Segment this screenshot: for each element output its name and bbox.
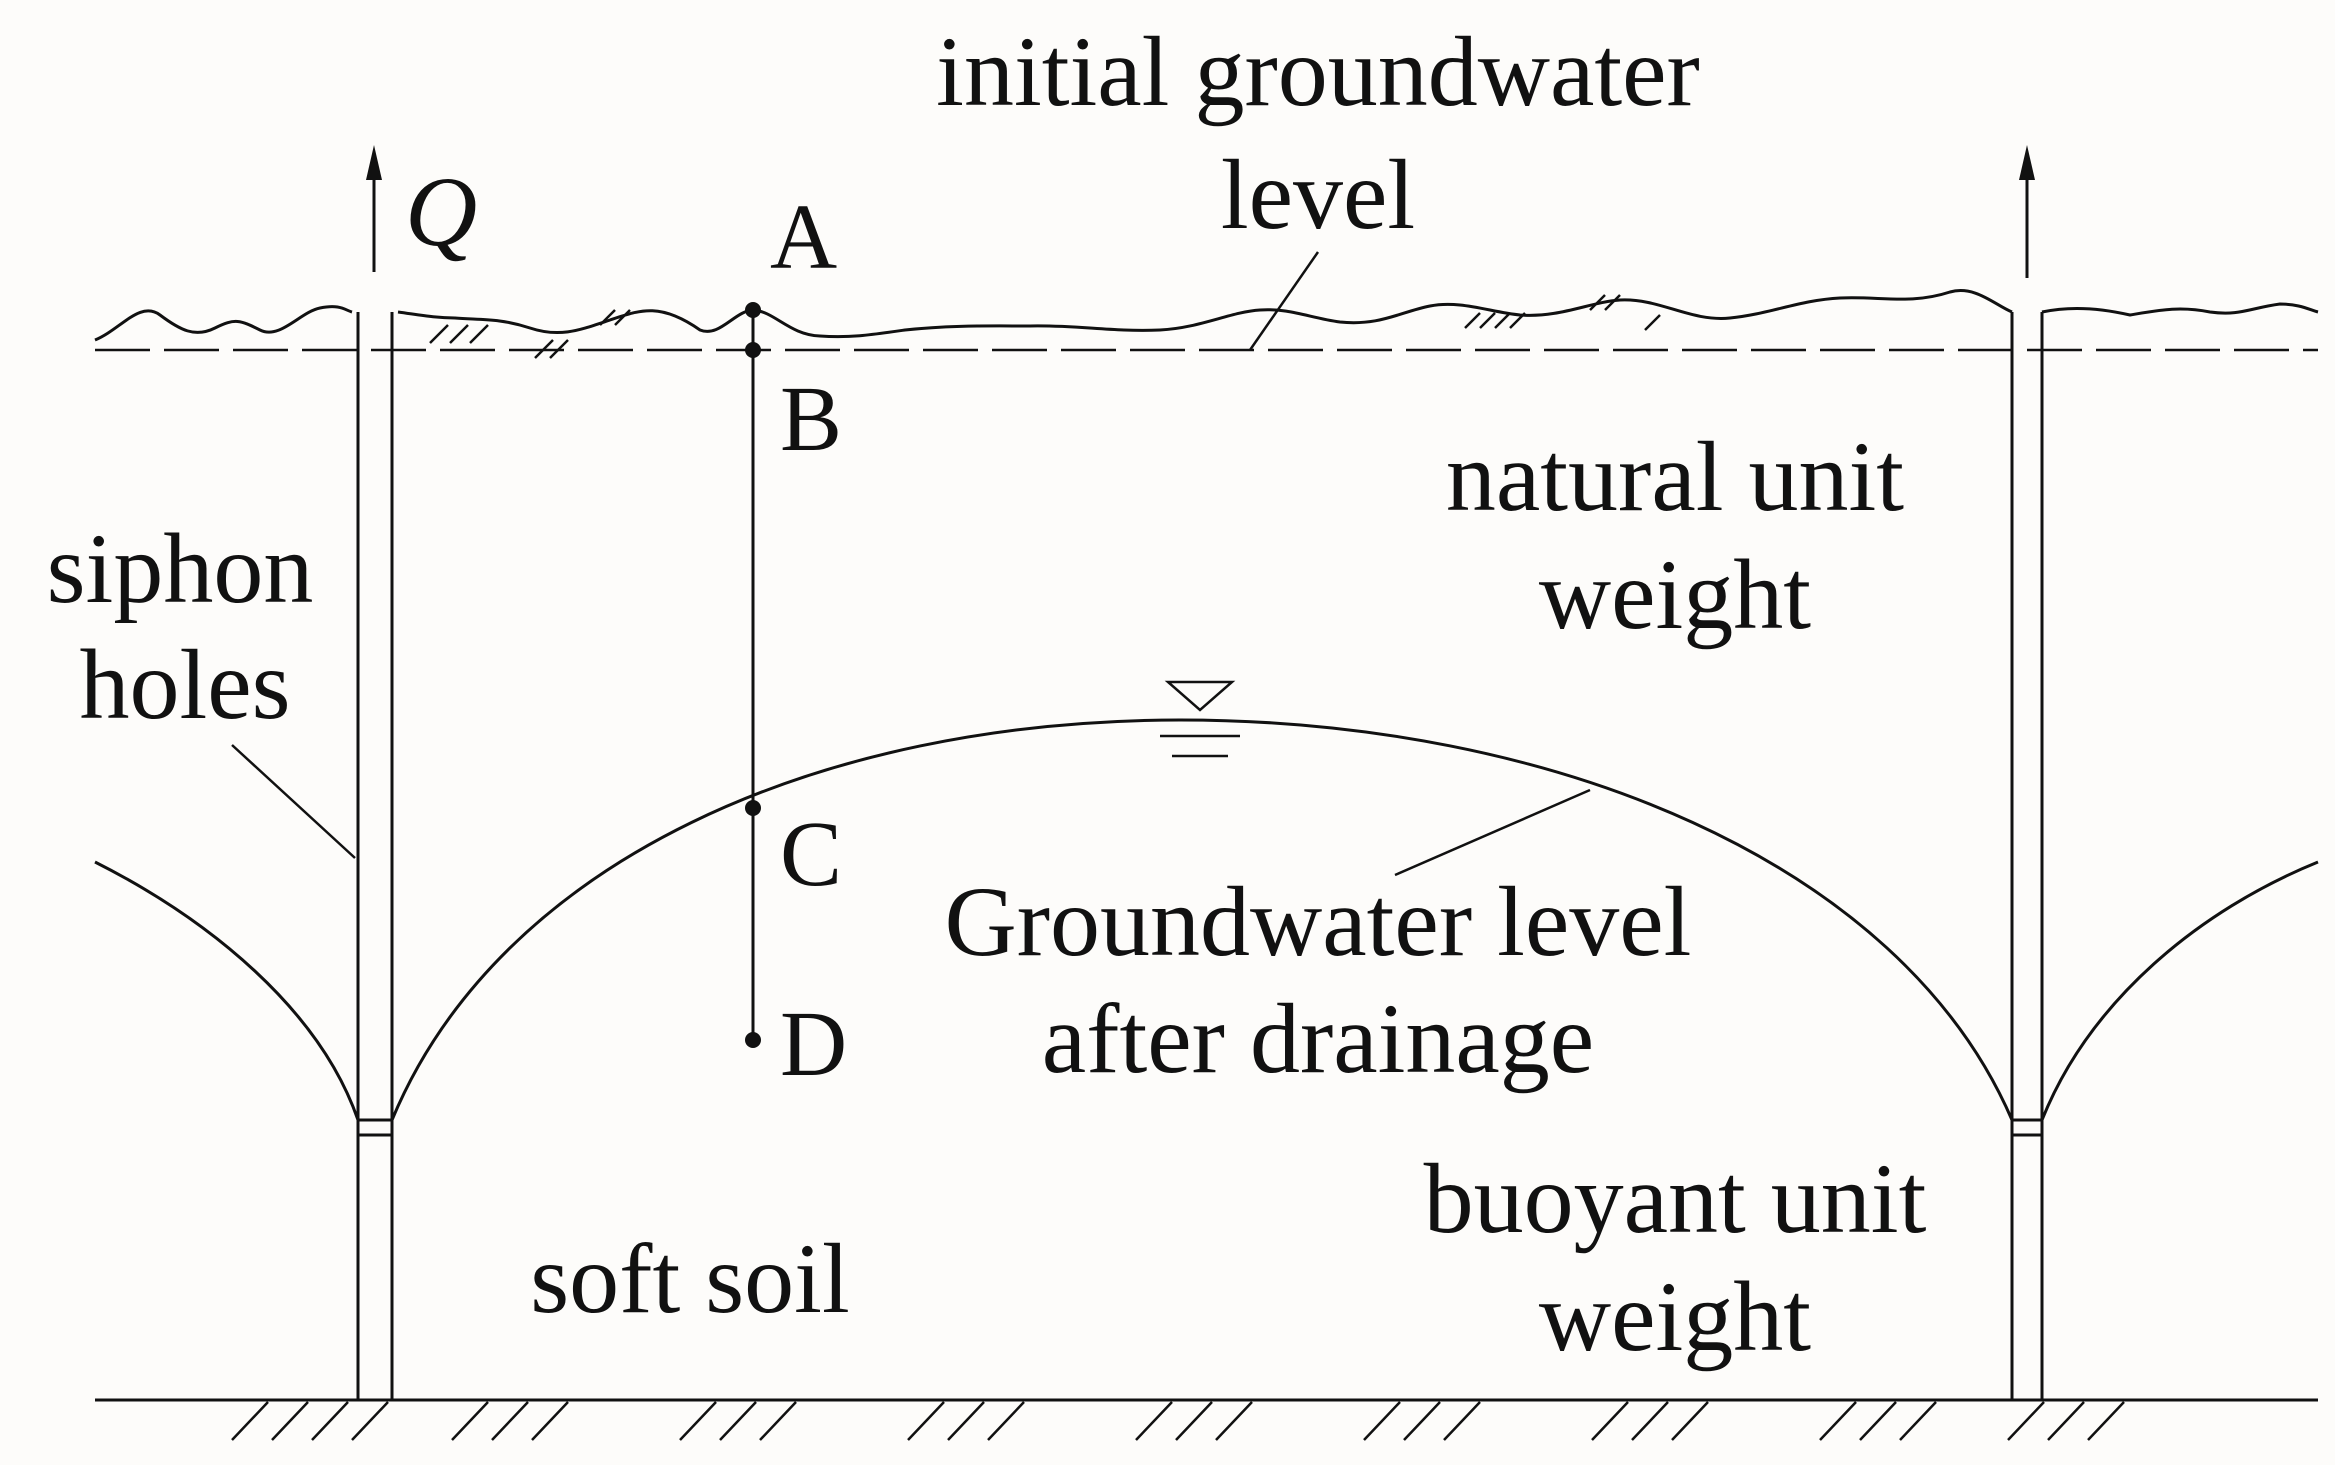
ground-surface-left — [94, 305, 353, 342]
point-a-marker — [745, 302, 761, 318]
point-d-label: D — [780, 993, 847, 1096]
point-c-label: C — [780, 803, 842, 906]
arrow-up-icon-right — [2019, 145, 2035, 278]
arrow-up-icon-left — [366, 145, 382, 272]
point-a-label: A — [770, 186, 837, 289]
point-d-marker — [745, 1032, 761, 1048]
natural-unit-weight-line2: weight — [1539, 539, 1811, 650]
siphon-holes-label-line2: holes — [79, 629, 290, 740]
siphon-hole-right — [2010, 312, 2044, 1400]
siphon-hole-left — [356, 312, 394, 1400]
initial-gw-label-line1: initial groundwater — [936, 16, 1700, 127]
point-c-marker — [745, 800, 761, 816]
lowered-gw-curve-left — [94, 860, 360, 1121]
lowered-gw-curve-middle — [390, 718, 2014, 1121]
initial-gw-label-line2: level — [1221, 139, 1415, 250]
flow-q-label: Q — [405, 156, 477, 267]
water-table-symbol-icon — [1160, 680, 1240, 758]
lowered-gw-curve-right — [2040, 860, 2319, 1121]
natural-unit-weight-line1: natural unit — [1446, 421, 1904, 532]
initial-gw-leader — [1248, 251, 1320, 351]
buoyant-unit-weight-line2: weight — [1539, 1261, 1811, 1372]
soft-soil-label: soft soil — [530, 1223, 849, 1334]
buoyant-unit-weight-line1: buoyant unit — [1424, 1143, 1927, 1254]
ground-surface-middle — [397, 289, 2013, 339]
siphon-holes-leader — [231, 744, 356, 859]
point-b-label: B — [780, 368, 842, 471]
gw-after-leader — [1394, 788, 1591, 877]
gw-after-drainage-line1: Groundwater level — [945, 866, 1692, 977]
bottom-hatching — [231, 1401, 2125, 1441]
siphon-holes-label-line1: siphon — [47, 513, 314, 624]
point-b-marker — [745, 342, 761, 358]
gw-after-drainage-line2: after drainage — [1042, 983, 1594, 1094]
ground-surface-right — [2041, 302, 2319, 317]
